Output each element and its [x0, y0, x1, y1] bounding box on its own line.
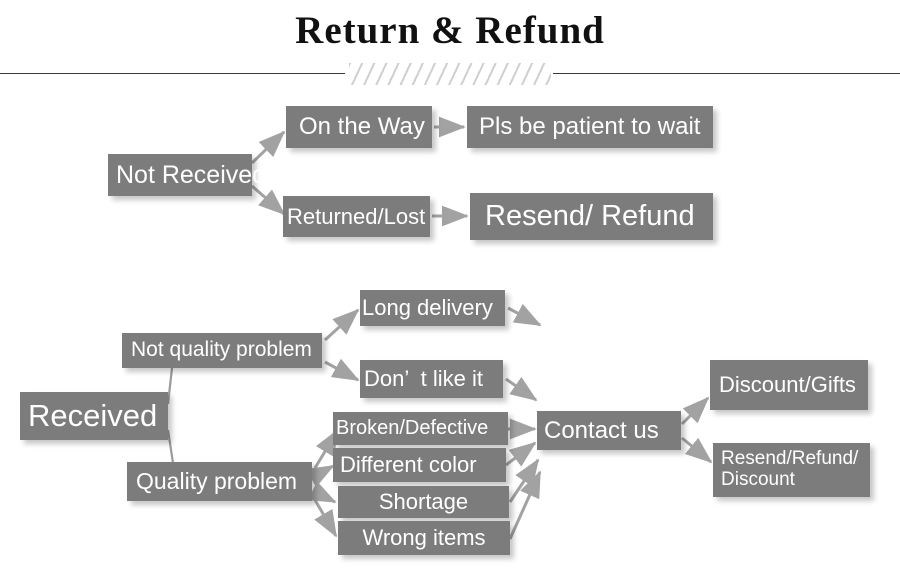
node-shortage[interactable]: Shortage	[338, 486, 509, 518]
page-title: Return & Refund	[295, 9, 605, 52]
node-broken-defective[interactable]: Broken/Defective	[333, 412, 508, 445]
node-wrong-items[interactable]: Wrong items	[338, 521, 510, 555]
title-divider	[0, 63, 900, 85]
node-resend-refund[interactable]: Resend/ Refund	[470, 193, 713, 240]
node-long-delivery[interactable]: Long delivery	[360, 290, 505, 326]
node-label: Contact us	[544, 416, 659, 444]
node-pls-be-patient-to-wait[interactable]: Pls be patient to wait	[467, 106, 713, 148]
node-label: Wrong items	[362, 525, 486, 551]
node-label: Don’ t like it	[364, 366, 484, 392]
node-resend-refund-discount[interactable]: Resend/Refund/ Discount	[713, 443, 870, 497]
node-received[interactable]: Received	[20, 392, 168, 440]
node-quality-problem[interactable]: Quality problem	[127, 462, 312, 501]
divider-rule-right	[553, 73, 900, 74]
node-label: Not Received	[116, 160, 267, 189]
node-contact-us[interactable]: Contact us	[537, 411, 681, 450]
node-label: Broken/Defective	[336, 416, 489, 439]
node-label: Long delivery	[362, 295, 493, 321]
node-label-line-2: Discount	[721, 469, 795, 490]
divider-rule-left	[0, 73, 345, 74]
node-not-received[interactable]: Not Received	[108, 154, 266, 196]
node-label: Not quality problem	[131, 338, 312, 362]
node-label: Discount/Gifts	[719, 372, 856, 398]
node-not-quality-problem[interactable]: Not quality problem	[122, 333, 322, 368]
node-on-the-way[interactable]: On the Way	[286, 106, 432, 148]
node-dont-like-it[interactable]: Don’ t like it	[360, 360, 503, 398]
node-label: Resend/ Refund	[485, 199, 695, 232]
node-label-line-1: Resend/Refund/	[721, 448, 859, 470]
node-label: Different color	[340, 452, 477, 478]
node-label: Pls be patient to wait	[479, 113, 701, 141]
node-label: Shortage	[378, 489, 469, 515]
diagonal-hatch-icon	[349, 63, 551, 85]
node-label: Received	[28, 398, 158, 434]
node-different-color[interactable]: Different color	[333, 448, 506, 482]
node-label: Returned/Lost	[287, 203, 426, 229]
node-label: On the Way	[299, 113, 425, 141]
node-label: Quality problem	[136, 468, 298, 495]
node-discount-gifts[interactable]: Discount/Gifts	[710, 360, 868, 410]
node-returned-lost[interactable]: Returned/Lost	[283, 196, 430, 237]
